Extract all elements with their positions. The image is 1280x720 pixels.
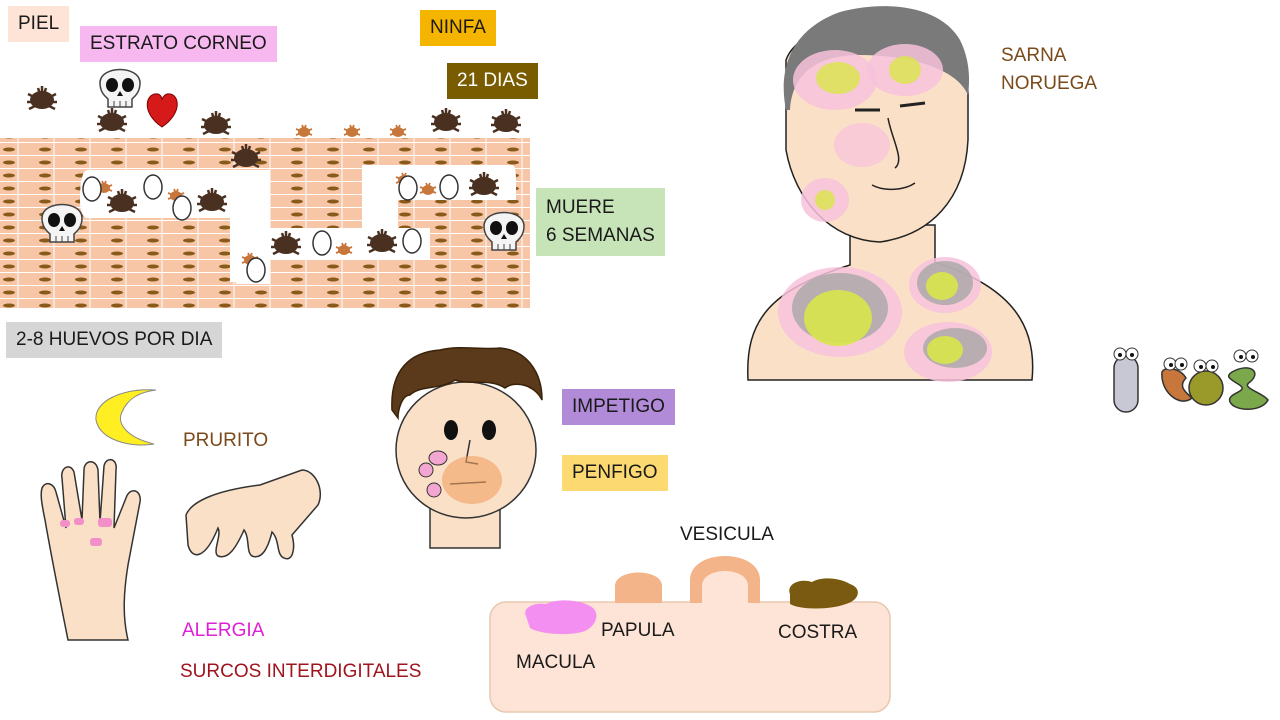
hand-icon [40, 458, 141, 641]
skin-lesions-diagram [489, 556, 891, 713]
macula-label: MACULA [516, 652, 596, 673]
bacteria-icon [1113, 347, 1269, 413]
huevos-label: 2-8 HUEVOS POR DIA [6, 322, 223, 358]
impetigo-label: IMPETIGO [562, 389, 675, 425]
papula-label: PAPULA [601, 620, 675, 641]
costra-label: COSTRA [778, 622, 858, 643]
surcos-label: SURCOS INTERDIGITALES [180, 661, 422, 682]
impetigo-face [391, 346, 543, 549]
heart-icon [146, 93, 178, 128]
piel-label: PIEL [8, 6, 70, 42]
norwegian-scabies-figure [747, 6, 1034, 382]
alergia-label: ALERGIA [182, 620, 265, 641]
sarna-noruega-label: SARNA NORUEGA [1001, 42, 1097, 98]
21-dias-label: 21 DIAS [447, 63, 538, 99]
muere-label: MUERE 6 SEMANAS [536, 188, 665, 256]
moon-icon [95, 389, 157, 446]
muere-line-2: 6 SEMANAS [546, 225, 655, 246]
vesicula-label: VESICULA [680, 524, 774, 545]
muere-line-1: MUERE [546, 197, 615, 218]
estrato-corneo-label: ESTRATO CORNEO [80, 26, 277, 62]
penfigo-label: PENFIGO [562, 455, 668, 491]
ninfa-label: NINFA [420, 10, 496, 46]
sarna-line-2: NORUEGA [1001, 73, 1098, 94]
scratching-hand-icon [185, 469, 322, 560]
sarna-line-1: SARNA [1001, 45, 1067, 66]
prurito-label: PRURITO [183, 430, 269, 451]
